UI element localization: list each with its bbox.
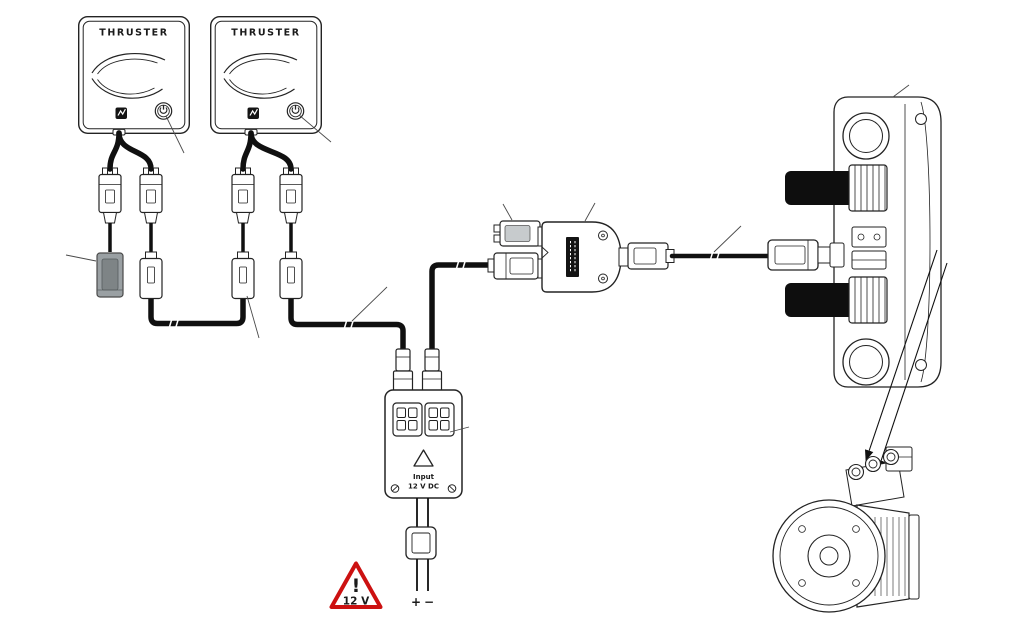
- panel-2-cable: [240, 130, 294, 172]
- panel-title: THRUSTER: [231, 28, 300, 39]
- mounting-ring-bottom: [842, 338, 890, 386]
- callout-line: [713, 225, 742, 253]
- pointer-arrow: [876, 262, 948, 472]
- cable-gland-2: [848, 276, 888, 324]
- panel-inner-frame: [214, 20, 318, 130]
- control-panel-2: THRUSTER: [209, 15, 322, 136]
- callout-lines: [65, 84, 910, 433]
- negative-terminal-label: −: [424, 595, 434, 609]
- screw-icon: [598, 273, 608, 284]
- warning-exclamation: !: [352, 575, 361, 597]
- panel1-right-inline-connector: [139, 251, 163, 300]
- bolt-icon: [915, 359, 927, 371]
- cable-gland-1: [848, 164, 888, 212]
- panel-1-cable: [107, 130, 154, 172]
- panel2-left-connector: [230, 166, 256, 254]
- body-contour: [920, 101, 931, 383]
- callout-line: [246, 295, 260, 339]
- positive-terminal-label: +: [411, 595, 421, 609]
- bolt-icon: [915, 113, 927, 125]
- callout-line: [584, 202, 596, 222]
- control-box-input-label: Input: [413, 473, 435, 481]
- adapter-body: [541, 221, 622, 293]
- voltage-warning: ! 12 V: [329, 561, 383, 609]
- panel1-left-connector: [97, 166, 123, 254]
- attention-triangle-icon: [413, 449, 434, 467]
- screw-icon: [390, 484, 400, 493]
- callout-line: [165, 115, 185, 154]
- callout-line: [65, 254, 97, 262]
- warning-voltage-label: 12 V: [343, 596, 370, 608]
- cable-panel2-to-control-box: [288, 293, 406, 353]
- callout-line: [502, 203, 513, 221]
- screw-icon: [598, 230, 608, 241]
- fuse-holder: [405, 526, 437, 560]
- control-box: Input 12 V DC: [384, 348, 463, 499]
- panel2-right-connector: [278, 166, 304, 254]
- pointer-arrows: [865, 249, 948, 472]
- motor-cable-1: [785, 171, 857, 205]
- motor-terminal-studs: [847, 448, 900, 481]
- callout-line: [449, 426, 470, 433]
- control-box-plug-left: [392, 348, 414, 392]
- cable-panel1-to-panel2: [148, 293, 246, 327]
- y-adapter: [537, 221, 629, 293]
- callout-line: [892, 84, 910, 98]
- control-box-socket-1: [392, 402, 423, 437]
- panel2-left-inline-connector: [231, 251, 255, 300]
- control-panel-1: THRUSTER: [77, 15, 190, 136]
- adapter-spare-connector: [493, 220, 541, 247]
- signal-port: [829, 242, 845, 268]
- adapter-notch: [541, 246, 549, 259]
- brand-logo-icon: [115, 107, 127, 119]
- control-box-voltage-label: 12 V DC: [408, 483, 439, 491]
- cable-control-box-to-adapter: [429, 262, 493, 353]
- mounting-ring-top: [842, 112, 890, 160]
- callout-line: [298, 114, 332, 143]
- supply-circuit: + −: [405, 498, 437, 609]
- control-box-socket-2: [424, 402, 455, 437]
- warning-triangle-icon: [329, 561, 383, 609]
- motor-cable-2: [785, 283, 857, 317]
- blanking-plug: [96, 252, 124, 298]
- motor-end-bell: [772, 499, 886, 613]
- control-box-plug-right: [421, 348, 443, 392]
- adapter-output-connector: [627, 242, 675, 270]
- pointer-arrow: [865, 249, 938, 462]
- swoosh-graphic-icon: [91, 53, 166, 99]
- power-button-icon: [154, 102, 173, 120]
- panel-title: THRUSTER: [99, 28, 168, 39]
- panel2-right-inline-connector: [279, 251, 303, 300]
- terminal-block: [851, 226, 887, 270]
- panel-inner-frame: [82, 20, 186, 130]
- callout-line: [351, 286, 388, 322]
- electric-motor: [772, 446, 920, 613]
- adapter-output-port: [618, 247, 629, 267]
- adapter-cable-connector: [487, 252, 539, 280]
- brand-logo-icon: [247, 107, 259, 119]
- swoosh-graphic-icon: [223, 53, 298, 99]
- adapter-label: [566, 237, 579, 277]
- thruster-signal-connector: [767, 239, 835, 271]
- panel1-right-connector: [138, 166, 164, 254]
- thruster-unit: [785, 96, 942, 388]
- screw-icon: [447, 484, 457, 493]
